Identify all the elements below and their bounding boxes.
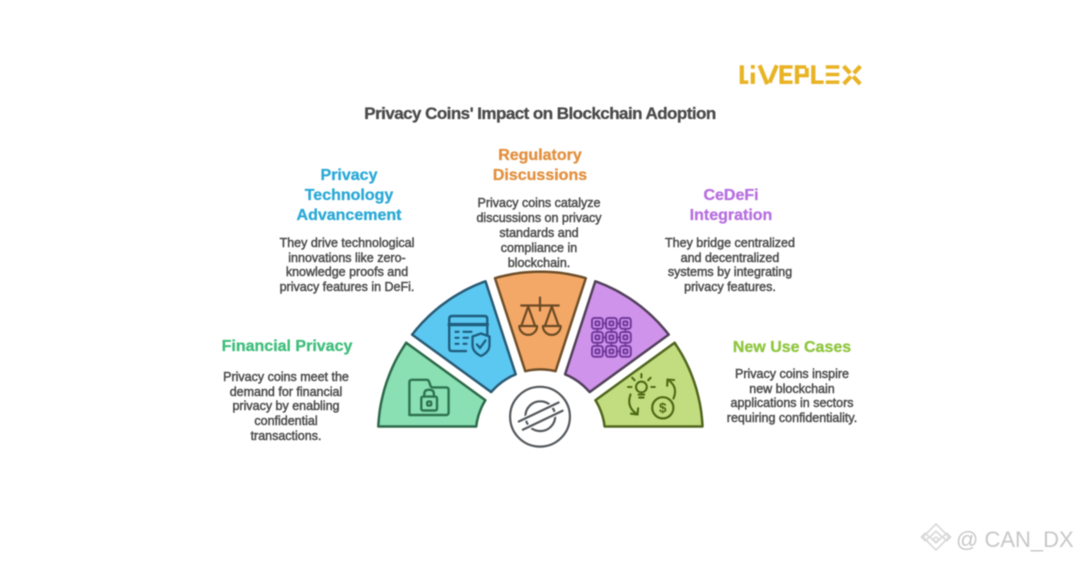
- svg-text:$: $: [659, 401, 667, 416]
